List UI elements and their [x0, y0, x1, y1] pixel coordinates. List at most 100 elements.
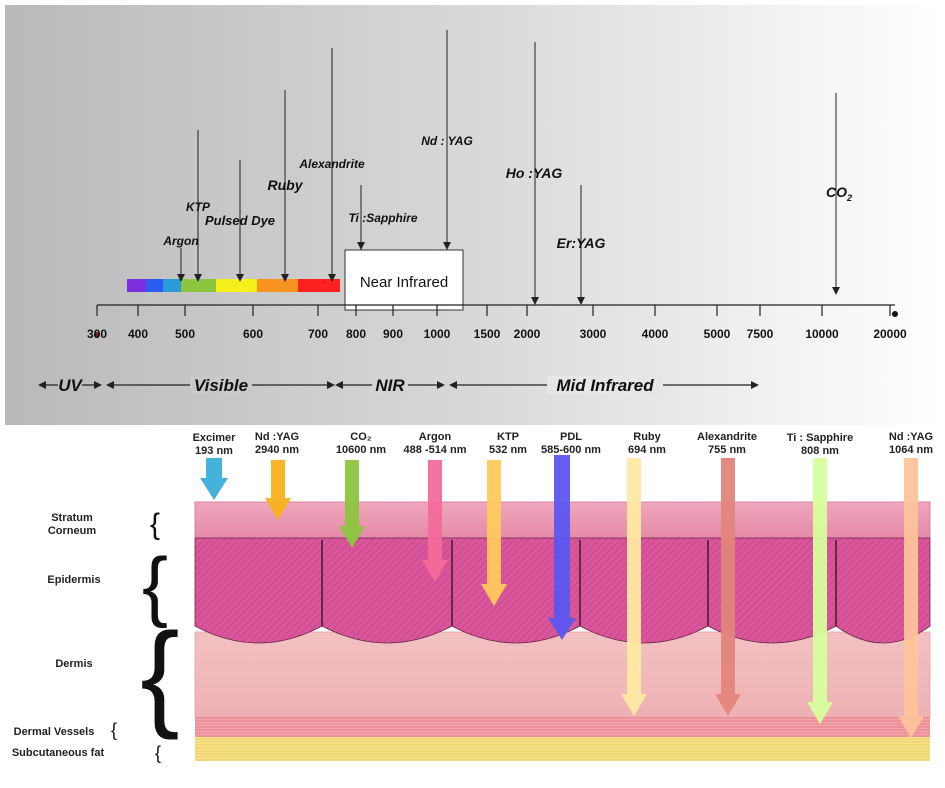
laser-label-alexandrite: Alexandrite: [298, 157, 365, 171]
axis-start-dot: [94, 332, 100, 338]
axis-tick-label: 400: [128, 327, 148, 341]
marker-arrowhead-alexandrite: [328, 274, 336, 282]
subcutaneous-fat-layer: [195, 737, 930, 761]
axis-tick-label: 20000: [873, 327, 907, 341]
axis-tick-label: 7500: [747, 327, 774, 341]
marker-arrowhead-ti-sapphire: [357, 242, 365, 250]
skin-laser-wl-co2: 10600 nm: [336, 444, 386, 456]
layer-label-subcutaneous-fat: Subcutaneous fat: [12, 747, 105, 759]
axis-tick-label: 500: [175, 327, 195, 341]
penetration-arrow-excimer: [200, 458, 228, 500]
skin-laser-wl-argon: 488 -514 nm: [404, 444, 467, 456]
skin-laser-name-co2: CO₂: [350, 431, 372, 443]
skin-laser-wl-ruby: 694 nm: [628, 444, 666, 456]
skin-laser-wl-ktp: 532 nm: [489, 444, 527, 456]
marker-arrowhead-argon: [177, 274, 185, 282]
penetration-arrow-co2: [339, 460, 365, 548]
skin-panel: Stratum Corneum { Epidermis { Dermis { D…: [12, 431, 933, 763]
color-swatch-4: [216, 279, 257, 292]
laser-label-co2: CO2: [826, 184, 852, 203]
region-mid-infrared: Mid Infrared: [556, 376, 654, 395]
color-swatch-2: [163, 279, 181, 292]
laser-label-ho-yag: Ho :YAG: [506, 165, 563, 181]
near-infrared-label: Near Infrared: [360, 274, 448, 291]
marker-arrowhead-co2: [832, 287, 840, 295]
brace-epidermis: {: [142, 541, 168, 629]
laser-label-argon: Argon: [162, 234, 198, 248]
laser-label-pulsed-dye: Pulsed Dye: [205, 213, 275, 228]
brace-vessels: {: [111, 720, 117, 740]
marker-arrowhead-pulsed-dye: [236, 274, 244, 282]
spectrum-panel: Near Infrared 300 400 500 600 700 800 900 1000 1…: [5, 5, 940, 425]
layer-label-epidermis: Epidermis: [47, 574, 100, 586]
penetration-arrow-nd-yag-2940: [265, 460, 291, 520]
spectral-regions: UV Visible NIR Mid Infrared: [38, 376, 759, 395]
axis-ticks: 300 400 500 600 700 800 900 1000 1500 2000 3000 400…: [87, 305, 907, 341]
brace-dermis: {: [140, 609, 179, 741]
axis-tick-label: 700: [308, 327, 328, 341]
marker-arrowhead-nd-yag: [443, 242, 451, 250]
axis-tick-label: 1500: [474, 327, 501, 341]
skin-laser-wl-nd-yag-2940: 2940 nm: [255, 444, 299, 456]
skin-laser-wl-ti-sapphire: 808 nm: [801, 445, 839, 457]
laser-label-nd-yag: Nd : YAG: [421, 134, 473, 148]
spectrum-background: [5, 5, 940, 425]
laser-label-ruby: Ruby: [268, 177, 304, 193]
laser-label-ti-sapphire: Ti :Sapphire: [348, 211, 417, 225]
region-nir: NIR: [375, 376, 405, 395]
layer-label-stratum-corneum-2: Corneum: [48, 525, 97, 537]
layer-label-dermal-vessels: Dermal Vessels: [14, 726, 95, 738]
axis-tick-label: 5000: [704, 327, 731, 341]
color-swatch-3: [181, 279, 216, 292]
penetration-arrow-nd-yag-1064: [898, 458, 924, 738]
color-swatch-5: [257, 279, 298, 292]
penetration-arrows: [200, 455, 924, 738]
layer-label-dermis: Dermis: [55, 658, 92, 670]
skin-laser-wl-nd-yag-1064: 1064 nm: [889, 444, 933, 456]
axis-tick-label: 300: [87, 327, 107, 341]
skin-laser-name-ruby: Ruby: [633, 431, 661, 443]
layer-labels: Stratum Corneum { Epidermis { Dermis { D…: [12, 508, 180, 763]
color-swatch-1: [146, 279, 163, 292]
dermal-vessels-layer: [195, 717, 930, 737]
marker-arrowhead-ktp: [194, 274, 202, 282]
axis-tick-label: 3000: [580, 327, 607, 341]
axis-tick-label: 900: [383, 327, 403, 341]
axis-tick-label: 600: [243, 327, 263, 341]
penetration-arrow-ktp: [481, 460, 507, 606]
penetration-arrow-pdl: [548, 455, 576, 640]
axis-tick-label: 1000: [424, 327, 451, 341]
laser-markers: [177, 30, 840, 305]
region-visible: Visible: [194, 376, 248, 395]
skin-laser-labels: Excimer 193 nm Nd :YAG 2940 nm CO₂ 10600…: [193, 431, 934, 457]
axis-tick-label: 800: [346, 327, 366, 341]
brace-stratum: {: [150, 508, 160, 541]
skin-laser-name-argon: Argon: [419, 431, 452, 443]
visible-color-bar: [127, 279, 340, 292]
skin-laser-name-pdl: PDL: [560, 431, 582, 443]
axis-tick-label: 2000: [514, 327, 541, 341]
region-uv: UV: [58, 376, 83, 395]
near-infrared-box: [344, 249, 464, 311]
skin-laser-name-excimer: Excimer: [193, 432, 237, 444]
laser-label-ktp: KTP: [186, 200, 211, 214]
color-swatch-6: [298, 279, 340, 292]
skin-laser-name-ti-sapphire: Ti : Sapphire: [787, 432, 853, 444]
penetration-arrow-argon: [422, 460, 448, 582]
axis-end-dot: [892, 311, 898, 317]
brace-fat: {: [155, 743, 161, 763]
marker-arrowhead-ho-yag: [531, 297, 539, 305]
penetration-arrow-ti-sapphire: [807, 458, 833, 724]
marker-arrowhead-er-yag: [577, 297, 585, 305]
axis-tick-label: 10000: [805, 327, 839, 341]
color-swatch-0: [127, 279, 146, 292]
laser-label-er-yag: Er:YAG: [557, 235, 606, 251]
axis-tick-label: 4000: [642, 327, 669, 341]
skin-laser-name-ktp: KTP: [497, 431, 519, 443]
skin-laser-name-nd-yag-1064: Nd :YAG: [889, 431, 933, 443]
skin-laser-wl-pdl: 585-600 nm: [541, 444, 601, 456]
skin-laser-wl-alexandrite: 755 nm: [708, 444, 746, 456]
skin-laser-wl-excimer: 193 nm: [195, 445, 233, 457]
penetration-arrow-ruby: [621, 458, 647, 716]
